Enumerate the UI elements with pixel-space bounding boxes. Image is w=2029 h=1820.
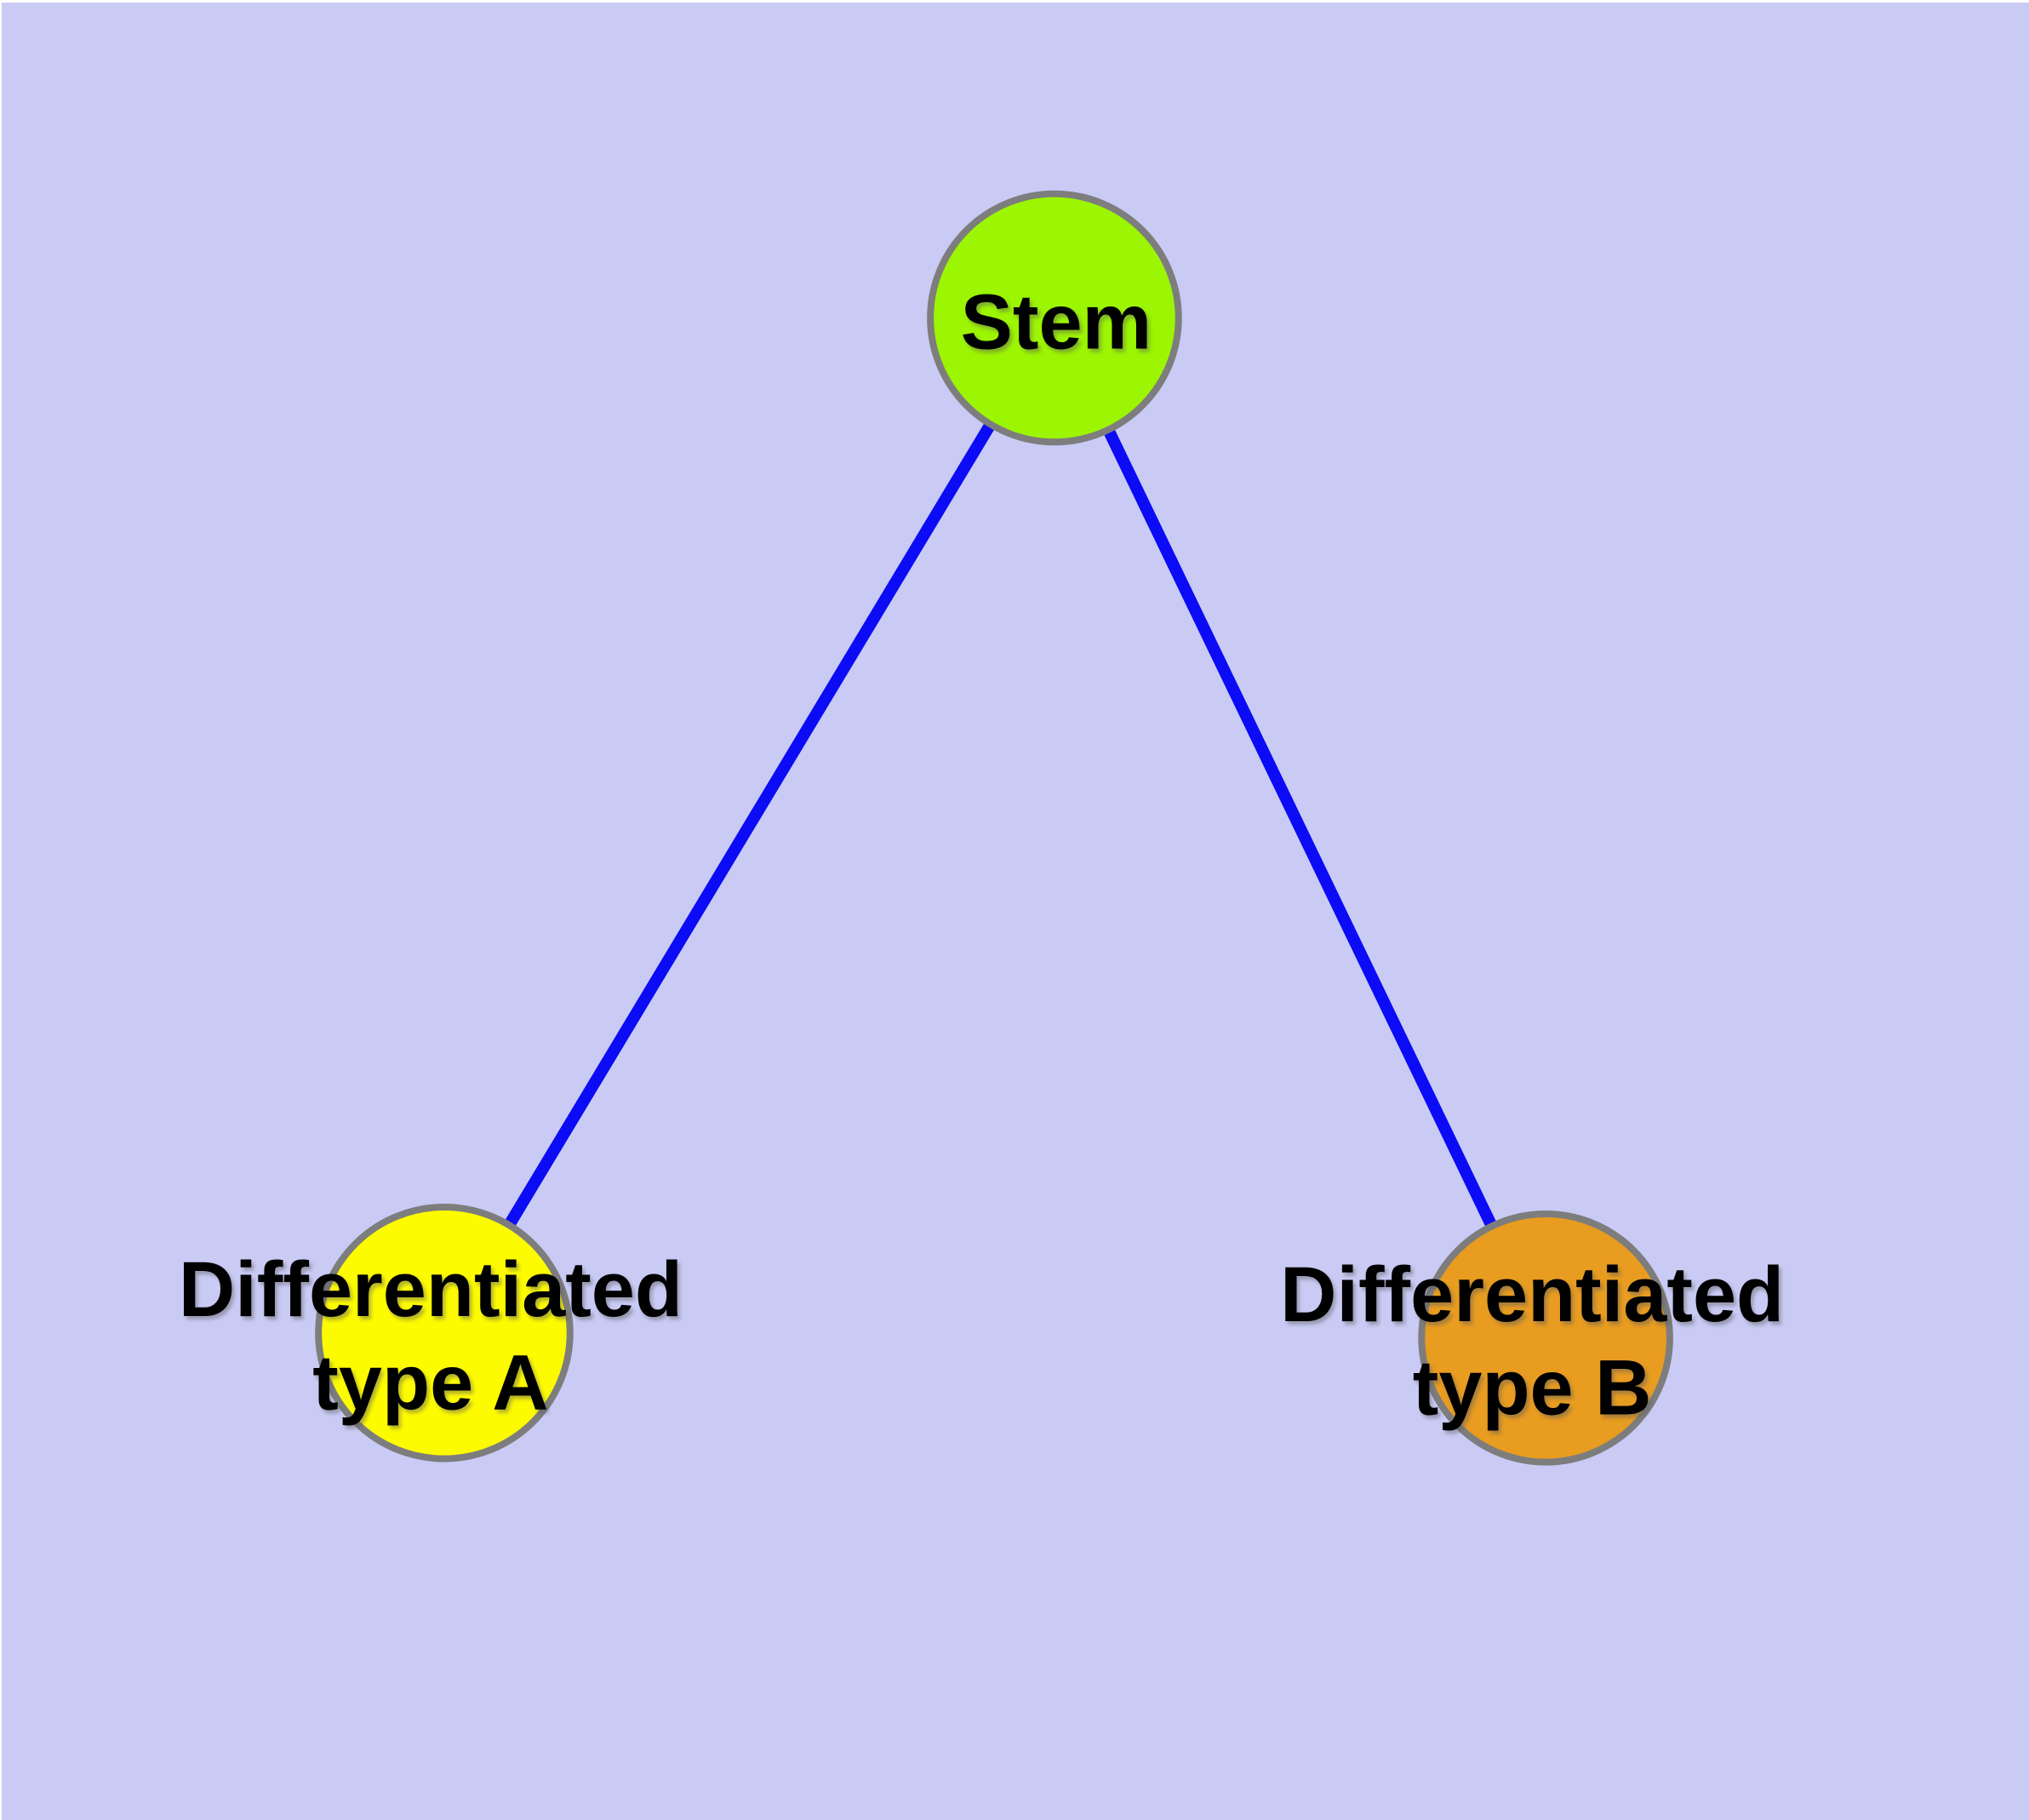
node-stem-label: Stem	[961, 278, 1152, 365]
node-type-b-label-line1: Differentiated	[1280, 1251, 1784, 1338]
cell-differentiation-diagram: Stem Differentiated type A Differentiate…	[179, 190, 1784, 1466]
node-type-a-label-line1: Differentiated	[179, 1246, 683, 1333]
edge-stem-to-type-a	[438, 314, 1060, 1336]
edge-stem-to-type-b	[1049, 315, 1552, 1341]
node-stem-circle	[927, 190, 1182, 446]
node-type-a-circle	[315, 1204, 574, 1462]
node-type-a-label-line2: type A	[312, 1340, 548, 1427]
node-type-b-label-line2: type B	[1413, 1345, 1652, 1432]
node-type-b-circle	[1418, 1210, 1673, 1466]
